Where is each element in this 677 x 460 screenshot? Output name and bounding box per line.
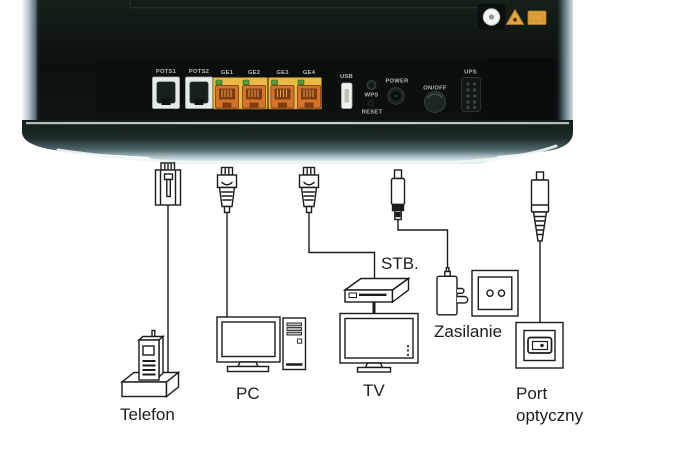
wall-socket-illustration: [471, 269, 519, 317]
ge1-label: GE1: [221, 70, 234, 76]
optical-fiber-connector: [530, 171, 550, 242]
ge-ethernet-sockets: [215, 79, 321, 109]
port-optyczny-label-line1: Port: [516, 384, 548, 403]
pots1-port: [152, 76, 180, 109]
stb-label: STB.: [381, 254, 419, 273]
optical-wall-port-illustration: [515, 321, 564, 369]
ge2-label: GE2: [248, 70, 260, 76]
warning-sticker: [527, 10, 547, 25]
router-right-edge: [555, 0, 573, 127]
zasilanie-label: Zasilanie: [434, 322, 503, 341]
rj45-connector-stb: [298, 166, 320, 214]
router-left-edge: [22, 0, 40, 127]
router-stand-seam: [26, 122, 569, 125]
reset-label: RESET: [362, 110, 383, 116]
laser-warning-icon: [505, 9, 525, 25]
ge2-socket: [242, 79, 266, 109]
router-rear-photo: POTS1 POTS2: [22, 0, 573, 165]
port-optyczny-label: Port optyczny: [516, 383, 583, 427]
onoff-label: ON/OFF: [423, 86, 447, 92]
telefon-label: Telefon: [120, 405, 175, 424]
rj45-connector-pc: [216, 166, 238, 214]
usb-port: [341, 82, 353, 109]
tv-label: TV: [363, 381, 385, 400]
on-off-button: [424, 91, 446, 113]
ge4-socket: [297, 79, 321, 109]
port-optyczny-label-line2: optyczny: [516, 406, 584, 425]
tv-illustration: [339, 312, 419, 373]
wps-label: WPS: [365, 93, 379, 99]
ups-connector: [461, 77, 481, 112]
pots1-label: POTS1: [156, 69, 177, 75]
wps-button: [366, 80, 377, 90]
pots2-label: POTS2: [189, 69, 209, 75]
power-jack: [387, 87, 405, 105]
dc-power-connector: [390, 169, 406, 221]
ge1-socket: [215, 79, 239, 109]
cable-power: [397, 219, 449, 268]
ge3-socket: [270, 79, 295, 109]
router-gloss-panel: [478, 58, 566, 127]
optical-port-cover: [476, 2, 507, 32]
reset-hole: [367, 100, 374, 107]
stb-illustration: [342, 277, 411, 314]
pots2-port: [185, 76, 213, 109]
ge3-label: GE3: [276, 70, 289, 76]
usb-label: USB: [340, 74, 353, 80]
power-adapter-illustration: [436, 267, 469, 316]
rj11-connector: [154, 162, 182, 206]
router-stand: [22, 120, 573, 165]
pc-illustration: [216, 316, 307, 373]
telephone-illustration: [119, 329, 181, 398]
router-top-seam: [130, 7, 482, 9]
router-stand-rim: [56, 144, 558, 164]
ge4-label: GE4: [303, 70, 316, 76]
ups-label: UPS: [464, 70, 477, 76]
power-label: POWER: [385, 79, 409, 85]
cable-stb: [308, 213, 376, 279]
pc-label: PC: [236, 384, 260, 403]
